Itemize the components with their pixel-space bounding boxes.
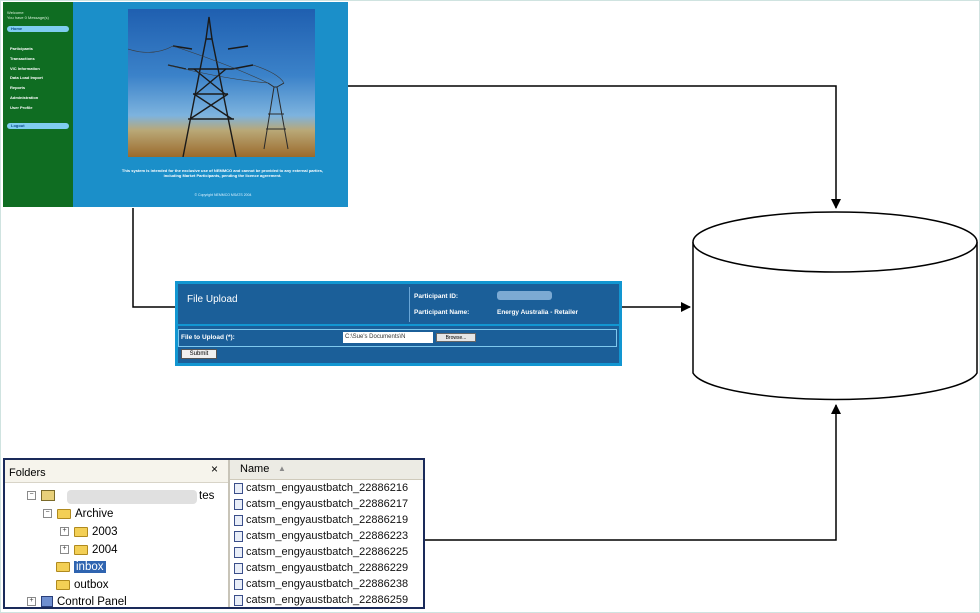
file-row[interactable]: catsm_engyaustbatch_22886225 xyxy=(234,544,408,560)
submit-button[interactable]: Submit xyxy=(181,349,217,359)
name-column-label: Name xyxy=(240,463,270,475)
collapse-icon[interactable]: − xyxy=(27,491,36,501)
file-upload-panel: File Upload Participant ID: Participant … xyxy=(175,281,622,366)
tree-item-inbox[interactable]: inbox xyxy=(56,559,106,575)
file-row[interactable]: catsm_engyaustbatch_22886219 xyxy=(234,512,408,528)
tree-item-control-panel[interactable]: + Control Panel xyxy=(27,594,127,608)
file-row[interactable]: catsm_engyaustbatch_22886216 xyxy=(234,480,408,496)
file-icon xyxy=(234,530,243,542)
file-upload-inner: File Upload Participant ID: Participant … xyxy=(178,284,619,363)
file-upload-divider xyxy=(409,287,410,322)
browse-button[interactable]: Browse... xyxy=(436,333,476,342)
control-panel-icon xyxy=(41,596,53,607)
expand-icon[interactable]: + xyxy=(27,597,36,607)
file-name: catsm_engyaustbatch_22886238 xyxy=(246,578,409,590)
portal-logout-bar[interactable]: Logout xyxy=(7,123,69,129)
file-icon xyxy=(234,514,243,526)
sort-ascending-icon: ▲ xyxy=(278,464,286,473)
tree-item-label: Archive xyxy=(75,508,114,520)
folder-icon xyxy=(74,544,88,555)
folder-icon xyxy=(74,526,88,537)
folders-label: Folders xyxy=(9,467,46,479)
file-row[interactable]: catsm_engyaustbatch_22886217 xyxy=(234,496,408,512)
portal-welcome-text: Welcome xyxy=(7,10,24,15)
network-folder-icon xyxy=(41,490,55,502)
portal-nav: Participants Transactions VIC Informatio… xyxy=(10,44,43,113)
tree-item-2004[interactable]: +2004 xyxy=(60,542,118,558)
file-upload-title: File Upload xyxy=(187,294,238,305)
file-icon xyxy=(234,562,243,574)
folder-icon xyxy=(56,561,70,572)
close-icon[interactable]: × xyxy=(211,462,219,476)
tree-item-label: inbox xyxy=(74,561,106,573)
portal-to-upload-connector xyxy=(132,208,175,308)
tree-item-outbox[interactable]: outbox xyxy=(56,577,109,593)
file-name: catsm_engyaustbatch_22886259 xyxy=(246,594,409,606)
collapse-icon[interactable]: − xyxy=(43,509,52,519)
tree-item-2003[interactable]: +2003 xyxy=(60,524,118,540)
portal-nav-vic-information[interactable]: VIC Information xyxy=(10,65,40,71)
file-icon xyxy=(234,498,243,510)
explorer-screenshot: Folders × − tes − Archive +2003 +2004 inb… xyxy=(3,458,425,609)
file-name: catsm_engyaustbatch_22886229 xyxy=(246,562,409,574)
files-pane: Name ▲ catsm_engyaustbatch_22886216 cats… xyxy=(230,460,423,607)
portal-home-bar[interactable]: Home xyxy=(7,26,69,32)
portal-nav-data-load-import[interactable]: Data Load Import xyxy=(10,75,43,81)
name-column-header[interactable]: Name ▲ xyxy=(230,460,423,480)
tree-root[interactable]: − xyxy=(27,488,55,504)
explorer-to-database-arrow xyxy=(425,404,841,541)
portal-nav-user-profile[interactable]: User Profile xyxy=(10,104,33,110)
portal-sidebar: Welcome You have 0 Message(s) Home Parti… xyxy=(3,2,73,207)
tree-root-suffix: tes xyxy=(199,490,215,502)
portal-nav-reports[interactable]: Reports xyxy=(10,85,26,91)
folder-icon xyxy=(56,579,70,590)
expand-icon[interactable]: + xyxy=(60,527,69,537)
portal-nav-participants[interactable]: Participants xyxy=(10,46,33,51)
file-row[interactable]: catsm_engyaustbatch_22886223 xyxy=(234,528,408,544)
file-icon xyxy=(234,578,243,590)
file-icon xyxy=(234,482,243,494)
root-name-redacted xyxy=(67,490,197,504)
portal-welcome: Welcome You have 0 Message(s) xyxy=(7,10,69,20)
tree-item-archive[interactable]: − Archive xyxy=(43,506,113,522)
database-cylinder xyxy=(692,211,978,401)
folder-icon xyxy=(57,508,71,519)
file-upload-separator xyxy=(178,324,619,326)
folders-pane: Folders × − tes − Archive +2003 +2004 inb… xyxy=(5,460,230,607)
participant-name-label: Participant Name: xyxy=(414,309,470,316)
tree-item-label: Control Panel xyxy=(57,596,127,608)
file-to-upload-label: File to Upload (*): xyxy=(181,334,235,341)
file-icon xyxy=(234,594,243,606)
file-path-input[interactable]: C:\Sue's Documents\N xyxy=(343,332,433,343)
portal-copyright: © Copyright NEMMCO MSATS 2004 xyxy=(194,193,252,197)
portal-screenshot: Welcome You have 0 Message(s) Home Parti… xyxy=(3,2,348,207)
portal-nav-transactions[interactable]: Transactions xyxy=(10,55,35,61)
tree-item-label: 2004 xyxy=(92,544,118,556)
file-row[interactable]: catsm_engyaustbatch_22886229 xyxy=(234,560,408,576)
power-pylon-illustration xyxy=(128,16,289,157)
participant-id-label: Participant ID: xyxy=(414,293,459,300)
file-name: catsm_engyaustbatch_22886223 xyxy=(246,530,409,542)
file-row[interactable]: catsm_engyaustbatch_22886238 xyxy=(234,576,408,592)
participant-id-redacted xyxy=(497,291,552,300)
tree-item-label: 2003 xyxy=(92,526,118,538)
file-icon xyxy=(234,546,243,558)
file-row[interactable]: catsm_engyaustbatch_22886259 xyxy=(234,592,409,607)
portal-notice: This system is intended for the exclusiv… xyxy=(121,168,324,178)
participant-name-value: Energy Australia - Retailer xyxy=(497,309,579,316)
file-name: catsm_engyaustbatch_22886219 xyxy=(246,514,409,526)
file-name: catsm_engyaustbatch_22886217 xyxy=(246,498,409,510)
file-name: catsm_engyaustbatch_22886216 xyxy=(246,482,409,494)
portal-messages-text: You have 0 Message(s) xyxy=(7,15,49,20)
portal-nav-administration[interactable]: Administration xyxy=(10,94,39,100)
power-pylon-photo xyxy=(128,9,315,157)
portal-to-database-arrow xyxy=(348,85,841,209)
tree-item-label: outbox xyxy=(74,579,109,591)
file-upload-row: File to Upload (*): C:\Sue's Documents\N… xyxy=(178,329,617,347)
folders-header: Folders × xyxy=(5,460,228,483)
expand-icon[interactable]: + xyxy=(60,545,69,555)
file-name: catsm_engyaustbatch_22886225 xyxy=(246,546,409,558)
